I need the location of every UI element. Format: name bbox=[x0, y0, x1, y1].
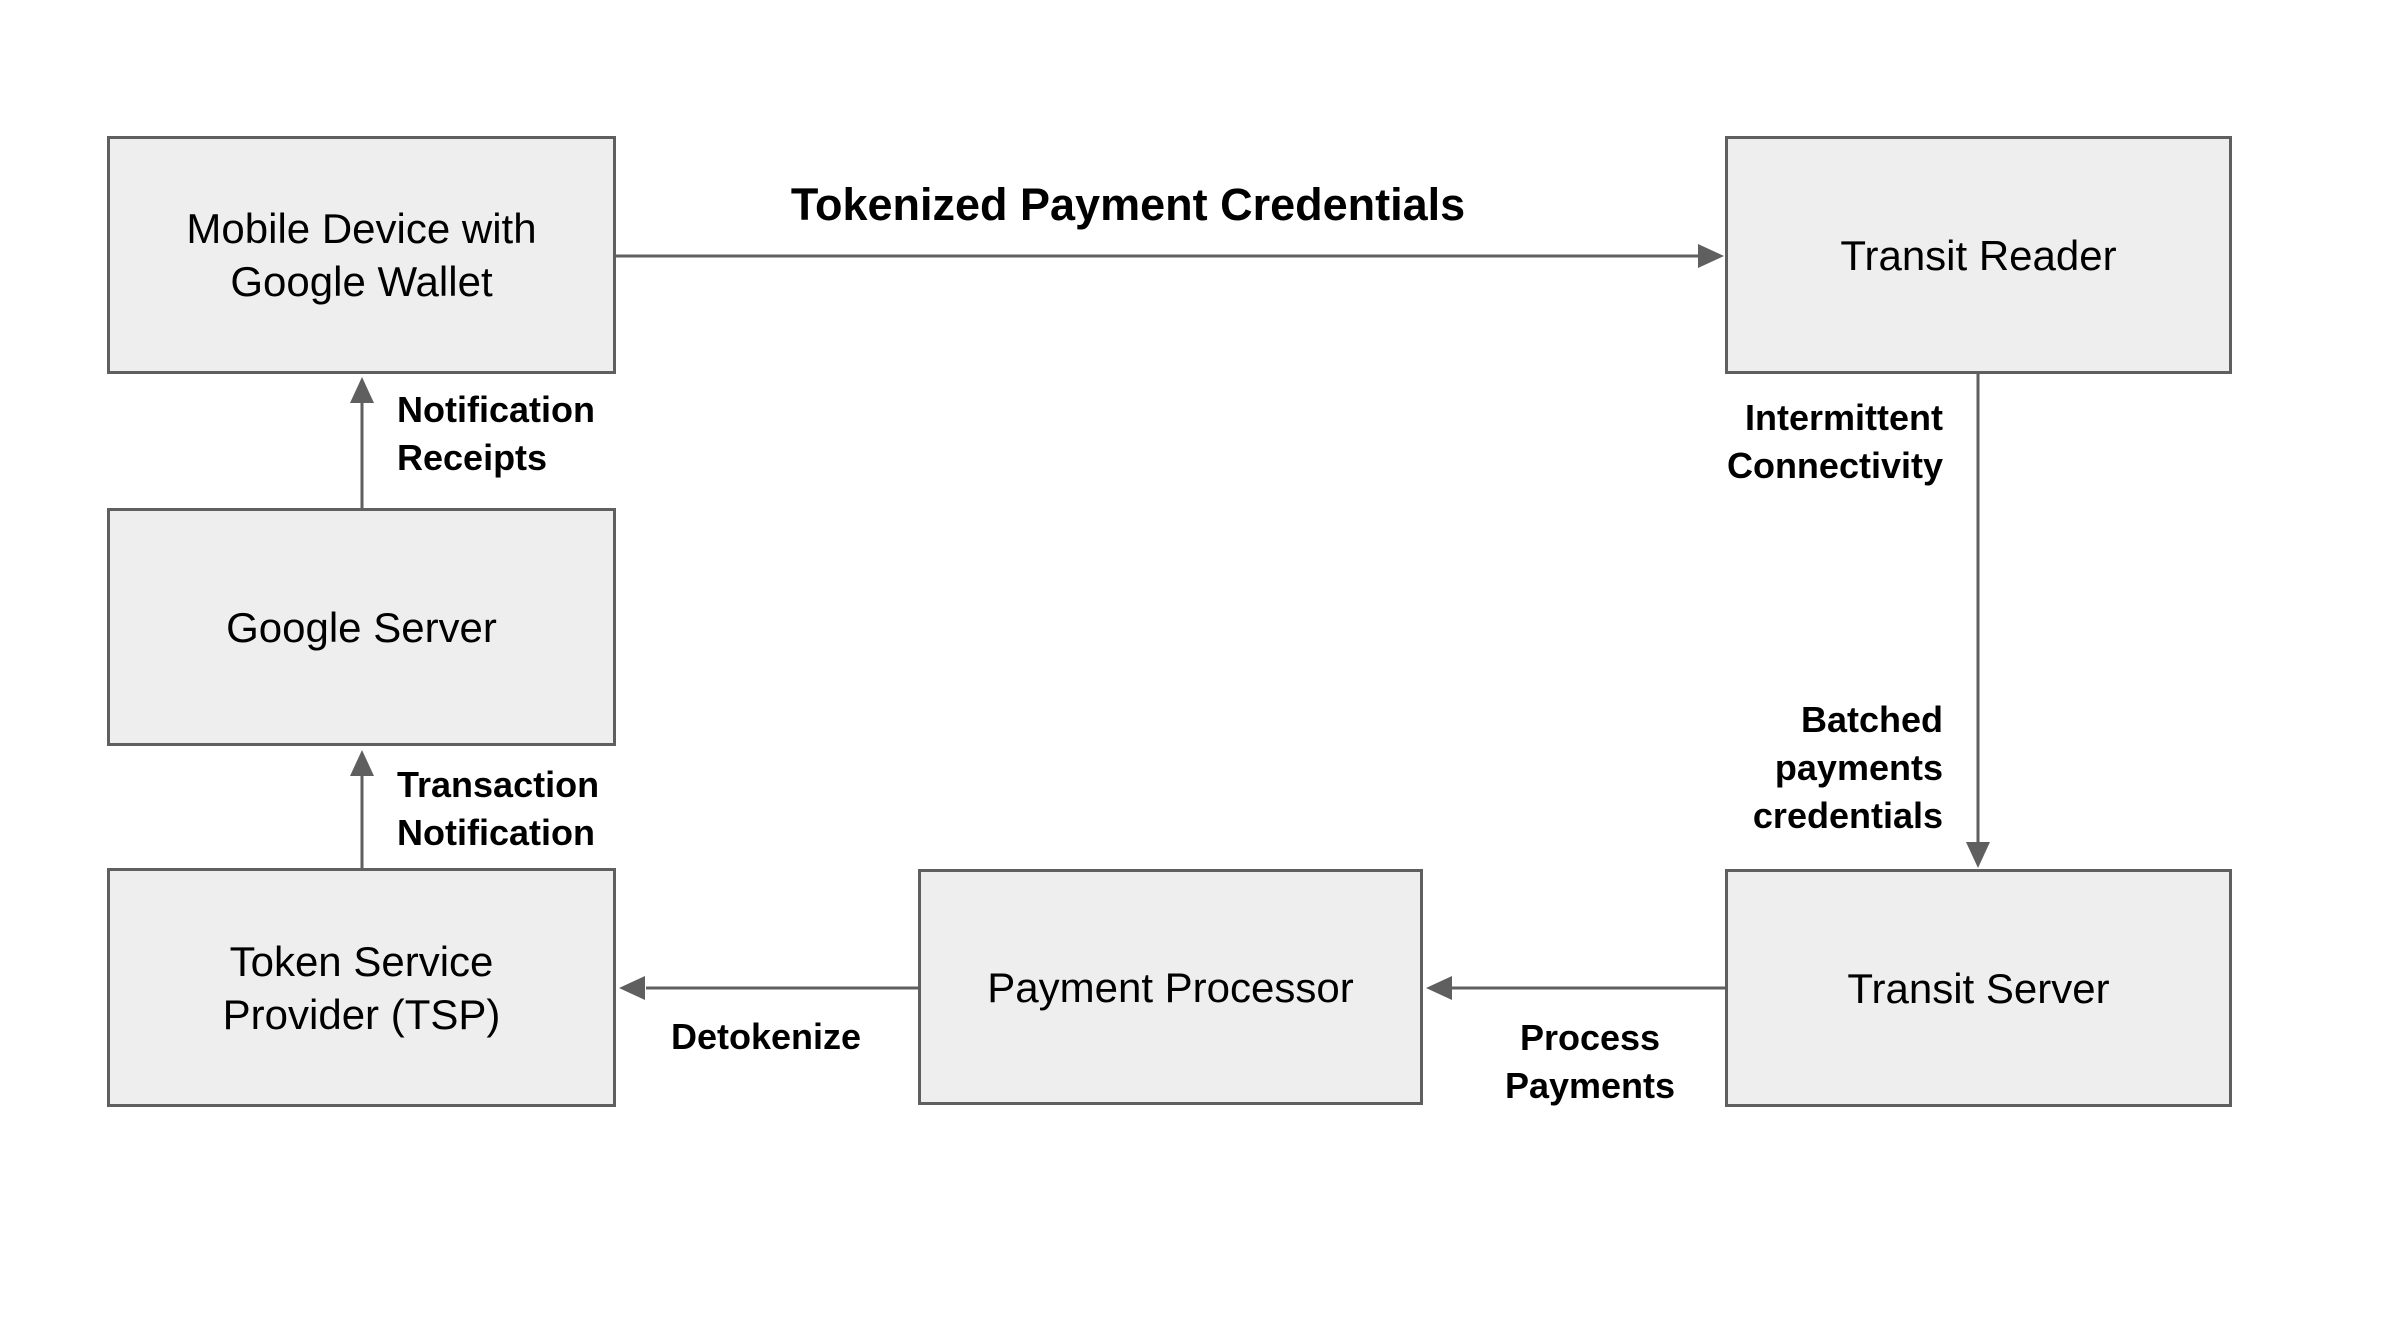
node-payment-processor: Payment Processor bbox=[918, 869, 1423, 1105]
edge-label-process-payments: Process Payments bbox=[1504, 1017, 1676, 1106]
edge-label-batched-payments-credentials: Batched payments credentials bbox=[1752, 699, 1943, 836]
node-google-server-label: Google Server bbox=[226, 603, 497, 651]
arrowhead-left-icon bbox=[619, 976, 645, 1000]
node-payment-processor-label: Payment Processor bbox=[987, 963, 1354, 1011]
node-mobile-device-google-wallet: Mobile Device with Google Wallet bbox=[107, 136, 616, 374]
arrowhead-up-icon bbox=[350, 750, 374, 776]
edge-label-transaction-notification: Transaction Notification bbox=[397, 764, 600, 853]
arrow-notification-receipts bbox=[350, 377, 374, 508]
arrow-tokenized-credentials bbox=[615, 244, 1724, 268]
arrow-transaction-notification bbox=[350, 750, 374, 868]
node-token-service-provider-label: Token Service Provider (TSP) bbox=[222, 937, 501, 1038]
node-token-service-provider: Token Service Provider (TSP) bbox=[107, 868, 616, 1107]
arrowhead-left-icon bbox=[1426, 976, 1452, 1000]
node-transit-reader-label: Transit Reader bbox=[1840, 231, 2117, 279]
node-transit-server-label: Transit Server bbox=[1847, 964, 2110, 1012]
arrowhead-down-icon bbox=[1966, 842, 1990, 868]
edge-label-tokenized-payment-credentials: Tokenized Payment Credentials bbox=[790, 179, 1466, 230]
arrowhead-up-icon bbox=[350, 377, 374, 403]
arrow-batched-payments bbox=[1966, 374, 1990, 868]
edge-label-intermittent-connectivity: Intermittent Connectivity bbox=[1726, 397, 1943, 486]
arrow-process-payments bbox=[1426, 976, 1725, 1000]
edge-label-notification-receipts: Notification Receipts bbox=[397, 389, 595, 478]
node-transit-server: Transit Server bbox=[1725, 869, 2232, 1107]
arrowhead-right-icon bbox=[1698, 244, 1724, 268]
arrow-detokenize bbox=[619, 976, 918, 1000]
edge-label-detokenize: Detokenize bbox=[670, 1016, 862, 1057]
node-mobile-device-label: Mobile Device with Google Wallet bbox=[186, 205, 537, 305]
node-google-server: Google Server bbox=[107, 508, 616, 746]
node-transit-reader: Transit Reader bbox=[1725, 136, 2232, 374]
